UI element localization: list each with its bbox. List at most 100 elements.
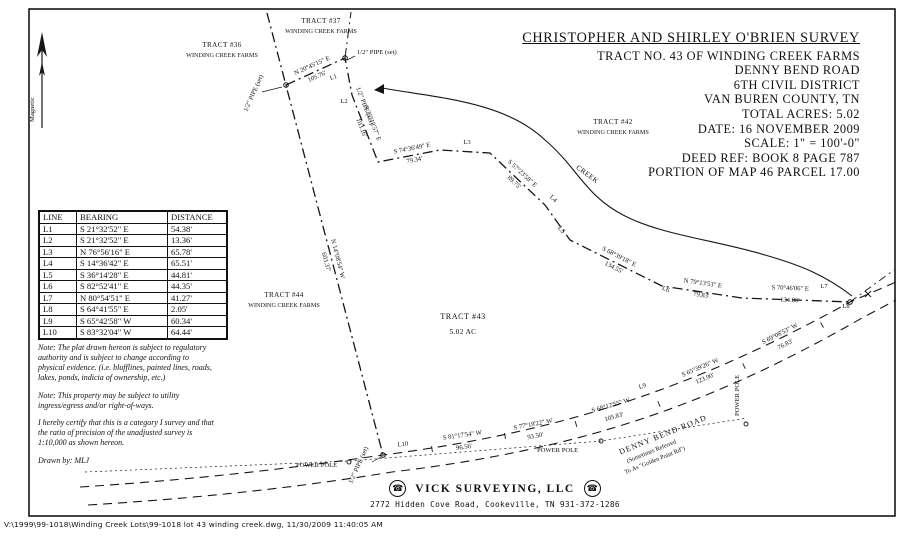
title-line: PORTION OF MAP 46 PARCEL 17.00 [648,165,860,180]
north-boundary-line [285,57,851,303]
bearing-label: S 68°12'55" W [591,397,632,415]
leader-line [371,456,382,463]
title-block: CHRISTOPHER AND SHIRLEY O'BRIEN SURVEY T… [522,31,860,180]
cell-line: L6 [38,280,77,293]
bearing-label: S 70°46'06" E [771,284,809,292]
col-header-distance: DISTANCE [167,210,228,224]
title-line: DATE: 16 NOVEMBER 2009 [697,121,860,136]
cell-distance: 60.34' [167,314,228,327]
road-south-edge [87,299,897,506]
title-line: SCALE: 1" = 100'-0" [744,136,860,151]
corner-marker [847,299,853,305]
pipe-marker [380,452,386,458]
power-pole-symbol [743,421,749,427]
bearing-label: S 81°17'54" W [442,429,483,442]
road-tick [503,432,507,440]
drawn-by: Drawn by: MLJ [38,456,90,466]
cell-bearing: S 14°36'42" E [76,257,168,270]
l-marker: L6 [661,285,671,295]
pipe-marker [342,55,348,61]
title-line: TRACT NO. 43 OF WINDING CREEK FARMS [597,48,860,63]
cell-line: L3 [38,245,77,258]
north-arrow: Magnetic [29,32,47,128]
l-marker: L3 [463,139,471,146]
pipe-set-label: 1/2" PIPE (set) [242,74,265,113]
cell-line: L7 [38,291,77,304]
north-arrow-head-icon [37,32,47,57]
line-markers: L1 L2 L3 L4 L5 L6 L7 L8 L9 L10 [329,73,851,448]
col-header-line: LINE [38,210,77,224]
road-course-labels: S 81°17'54" W 96.56' S 77°18'22" W 93.50… [442,322,800,452]
bearing-label: N 79°13'53" E [683,277,722,289]
surveyor-address: 2772 Hidden Cove Road, Cookeville, TN 93… [370,500,620,509]
creek-arrow-icon [374,84,384,94]
cell-bearing: S 36°14'28" E [76,268,168,281]
col-header-bearing: BEARING [76,210,168,224]
cell-line: L4 [38,257,77,270]
power-pole-label: POWER POLE [734,375,741,416]
north-extension-line [344,11,352,59]
power-pole-label: POWER POLE [537,447,578,454]
certification-note: I hereby certify that this is a category… [38,418,214,448]
cell-distance: 13.36' [167,234,228,247]
road-course-2: S 77°18'22" W 93.50' [513,417,554,441]
cell-bearing: S 82°52'41" E [76,280,168,293]
power-line [84,417,748,473]
power-pole-symbol [598,438,604,444]
distance-label: 603.37' [320,252,332,272]
title-line: DENNY BEND ROAD [734,63,860,78]
l-marker: L4 [548,194,559,205]
road-course-5: S 69°08'53" W 76.83' [761,322,800,352]
phone-icon: ☎ [583,480,601,497]
note-regulatory: Note: The plat drawn hereon is subject t… [38,343,212,382]
cell-bearing: S 83°32'04" W [76,326,168,339]
distance-label: 93.50' [527,431,544,441]
creek-line [381,87,853,297]
title-line: 6TH CIVIL DISTRICT [733,77,860,92]
cell-distance: 65.78' [167,245,228,258]
road-ticks [431,322,824,453]
road-tick [820,322,824,328]
title-line: DEED REF: BOOK 8 PAGE 787 [681,150,860,165]
distance-label: 76.83' [777,338,794,352]
tract-44-sub: WINDING CREEK FARMS [248,302,320,309]
distance-label: 103.16' [354,117,367,138]
tract-42-sub: WINDING CREEK FARMS [577,129,649,136]
road-tick [742,363,746,369]
distance-label: 105.76' [307,70,328,84]
power-pole-label: POWER POLE [296,462,337,469]
tract-36-name: TRACT #36 [202,41,242,49]
course-c3: S 74°36'49" E 79.34' [393,142,431,166]
cell-line: L5 [38,268,77,281]
course-c1: N 20°45'15" E 105.76' [293,55,331,84]
cell-line: L8 [38,303,77,316]
l-marker: L7 [820,283,828,290]
north-arrow-barb-icon [39,62,45,76]
distance-label: 79.83' [693,291,710,300]
road-linework [79,281,897,506]
line-table-header-row: LINE BEARING DISTANCE [38,210,228,224]
pipe-set-label: 1/2" PIPE (set) [347,446,370,485]
surveyor-name: VICK SURVEYING, LLC [415,482,575,495]
distance-label: 79.34' [406,155,423,165]
x-corner-mark [864,290,872,298]
road-course-3: S 68°12'55" W 105.83' [591,397,632,424]
surveyor-block: ☎ VICK SURVEYING, LLC ☎ 2772 Hidden Cove… [330,480,660,509]
tract-37-sub: WINDING CREEK FARMS [285,28,357,35]
road-tick [657,401,661,407]
bearing-label: S 65°39'26" W [681,357,721,379]
course-west: N 14°08'54" W 603.37' [320,238,346,280]
west-boundary-line [266,12,384,456]
cell-bearing: N 76°56'16" E [76,245,168,258]
magnetic-label: Magnetic [29,97,36,122]
